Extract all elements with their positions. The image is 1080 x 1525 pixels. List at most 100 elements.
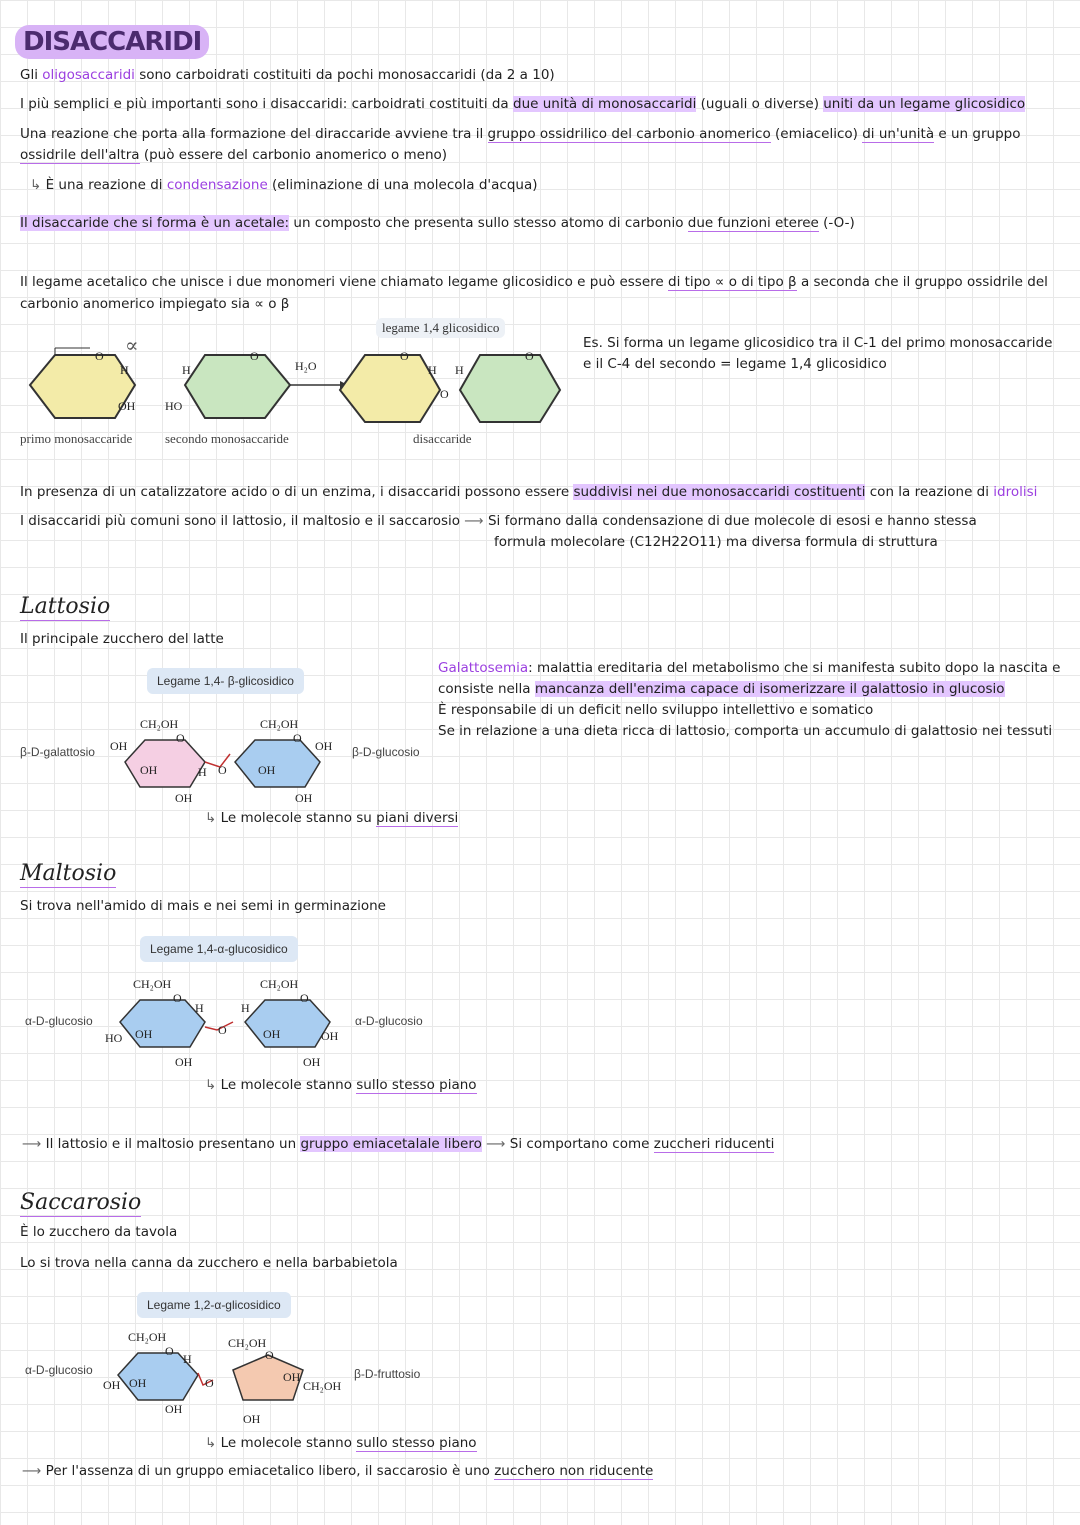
galattosemia-line-4: Se in relazione a una dieta ricca di lat… — [438, 723, 1053, 739]
ring-oxygen: O — [95, 349, 104, 363]
svg-text:O: O — [205, 1376, 214, 1390]
svg-text:O: O — [300, 991, 309, 1005]
svg-text:OH: OH — [321, 1029, 339, 1043]
svg-text:OH: OH — [110, 739, 128, 753]
page-title: DISACCARIDI — [15, 25, 210, 59]
svg-text:O: O — [265, 1348, 274, 1362]
saccarosio-right-label: β-D-fruttosio — [354, 1367, 421, 1381]
svg-text:H: H — [198, 765, 207, 779]
glucose-ring-a — [117, 1352, 199, 1401]
svg-text:H: H — [195, 1001, 204, 1015]
svg-text:OH: OH — [129, 1376, 147, 1390]
maltosio-right-label: α-D-glucosio — [355, 1014, 423, 1028]
saccarosio-heading: Saccarosio — [20, 1190, 142, 1217]
maltosio-heading: Maltosio — [20, 861, 117, 888]
intro-line-6: Il disaccaride che si forma è un acetale… — [20, 215, 855, 232]
galactose-ring — [124, 739, 206, 788]
svg-text:OH: OH — [295, 791, 313, 805]
svg-text:H: H — [428, 363, 437, 377]
svg-text:O: O — [400, 349, 409, 363]
saccarosio-desc-1: È lo zucchero da tavola — [20, 1224, 178, 1240]
svg-text:O: O — [218, 1023, 227, 1037]
svg-text:OH: OH — [135, 1027, 153, 1041]
glucose-ring-1 — [119, 999, 206, 1048]
svg-text:CH₂OH: CH₂OH — [228, 1336, 267, 1350]
lattosio-right-label: β-D-glucosio — [352, 745, 420, 759]
common-disaccharides: I disaccaridi più comuni sono il lattosi… — [20, 513, 977, 529]
intro-line-5: ↳ È una reazione di condensazione (elimi… — [30, 177, 538, 193]
svg-text:H: H — [182, 363, 191, 377]
svg-text:O: O — [176, 731, 185, 745]
hydrolysis-line: In presenza di un catalizzatore acido o … — [20, 484, 1038, 500]
maltosio-left-label: α-D-glucosio — [25, 1014, 93, 1028]
galattosemia-line-2: consiste nella mancanza dell'enzima capa… — [438, 681, 1005, 697]
h-atom: H — [120, 363, 129, 377]
lattosio-heading: Lattosio — [20, 594, 111, 621]
oh-group: OH — [118, 399, 136, 413]
svg-text:CH₂OH: CH₂OH — [128, 1330, 167, 1344]
svg-text:OH: OH — [140, 763, 158, 777]
intro-line-1: Gli oligosaccaridi sono carboidrati cost… — [20, 67, 555, 83]
svg-text:O: O — [165, 1344, 174, 1358]
reducing-sugars-line: ⟶ Il lattosio e il maltosio presentano u… — [22, 1136, 775, 1153]
saccarosio-desc-2: Lo si trova nella canna da zucchero e ne… — [20, 1255, 398, 1271]
svg-text:OH: OH — [165, 1402, 183, 1416]
svg-text:O: O — [173, 991, 182, 1005]
svg-text:H: H — [183, 1352, 192, 1366]
svg-text:O: O — [440, 387, 449, 401]
svg-text:OH: OH — [103, 1378, 121, 1392]
disaccharide-label: disaccaride — [413, 431, 472, 446]
first-mono-label: primo monosaccaride — [20, 431, 133, 446]
example-note-1: Es. Si forma un legame glicosidico tra i… — [583, 335, 1053, 351]
svg-text:OH: OH — [258, 763, 276, 777]
svg-text:OH: OH — [303, 1055, 321, 1069]
svg-text:H: H — [455, 363, 464, 377]
maltosio-bond-label: Legame 1,4-α-glucosidico — [140, 936, 298, 962]
svg-text:O: O — [250, 349, 259, 363]
saccarosio-structure: CH₂OH O OH OH OH H O CH₂OH O OH CH₂OH OH — [103, 1330, 342, 1426]
svg-text:OH: OH — [315, 739, 333, 753]
intro-line-2: I più semplici e più importanti sono i d… — [20, 96, 1026, 112]
second-monosaccharide-ring — [183, 354, 292, 419]
glucose-ring-2 — [244, 999, 331, 1048]
saccarosio-note: ↳ Le molecole stanno sullo stesso piano — [205, 1435, 477, 1452]
intro-line-8: carbonio anomerico impiegato sia ∝ o β — [20, 296, 290, 312]
disaccharide-ring-1 — [338, 354, 442, 423]
maltosio-structure: CH₂OH O HO OH OH H O CH₂OH O H OH OH OH — [105, 977, 339, 1069]
example-note-2: e il C-4 del secondo = legame 1,4 glicos… — [583, 356, 887, 372]
lattosio-structure: CH₂OH O OH OH OH H O CH₂OH O OH OH OH — [110, 717, 333, 805]
saccarosio-bond-label: Legame 1,2-α-glicosidico — [137, 1292, 291, 1318]
svg-text:CH₂OH: CH₂OH — [260, 717, 299, 731]
glucose-ring-b — [234, 739, 321, 788]
svg-text:OH: OH — [243, 1412, 261, 1426]
disaccharide-ring-2 — [458, 354, 562, 423]
fructose-ring — [232, 1354, 304, 1401]
formula-line: formula molecolare (C12H22O11) ma divers… — [494, 534, 938, 550]
water: H₂O — [295, 359, 317, 373]
svg-text:CH₂OH: CH₂OH — [303, 1379, 342, 1393]
svg-text:CH₂OH: CH₂OH — [260, 977, 299, 991]
lattosio-desc: Il principale zucchero del latte — [20, 631, 224, 647]
svg-text:H: H — [241, 1001, 250, 1015]
intro-line-7: Il legame acetalico che unisce i due mon… — [20, 274, 1048, 291]
svg-text:O: O — [218, 763, 227, 777]
condensation-diagram: O H OH ∝ O H HO H₂O O H H O O — [28, 333, 562, 423]
glycosidic-bond-label: legame 1,4 glicosidico — [376, 318, 506, 338]
svg-text:OH: OH — [175, 1055, 193, 1069]
svg-text:CH₂OH: CH₂OH — [133, 977, 172, 991]
saccarosio-left-label: α-D-glucosio — [25, 1363, 93, 1377]
alpha-mark: ∝ — [125, 333, 139, 357]
maltosio-desc: Si trova nell'amido di mais e nei semi i… — [20, 898, 386, 914]
intro-line-3: Una reazione che porta alla formazione d… — [20, 126, 1021, 143]
lattosio-left-label: β-D-galattosio — [20, 745, 95, 759]
svg-text:OH: OH — [175, 791, 193, 805]
galattosemia-line-3: È responsabile di un deficit nello svilu… — [438, 702, 874, 718]
svg-text:HO: HO — [105, 1031, 123, 1045]
svg-text:O: O — [293, 731, 302, 745]
lattosio-note: ↳ Le molecole stanno su piani diversi — [205, 810, 459, 827]
svg-text:CH₂OH: CH₂OH — [140, 717, 179, 731]
svg-text:OH: OH — [263, 1027, 281, 1041]
saccarosio-final: ⟶ Per l'assenza di un gruppo emiacetalic… — [22, 1463, 654, 1480]
intro-line-4: ossidrile dell'altra (può essere del car… — [20, 147, 448, 164]
maltosio-note: ↳ Le molecole stanno sullo stesso piano — [205, 1077, 477, 1094]
